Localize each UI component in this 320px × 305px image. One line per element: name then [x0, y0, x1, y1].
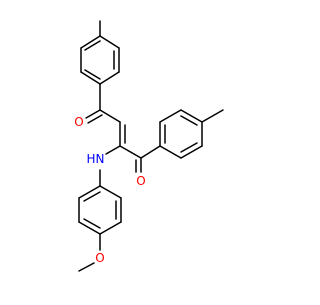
bond-c-to-n — [105, 145, 121, 155]
amine-hydrogen-label: H — [86, 152, 95, 166]
bond-ring-right — [180, 109, 203, 123]
ketone-oxygen-upper-label: O — [74, 115, 83, 129]
bond-ring-right — [159, 145, 182, 159]
bond-ether-to-methyl — [78, 262, 95, 272]
ketone-oxygen-lower-label: O — [136, 174, 145, 188]
bond-carbonyl-to-ring-right — [140, 145, 161, 159]
bond-carbonyl-upper-double — [87, 114, 103, 124]
bond-carbonyl-upper — [85, 109, 101, 119]
bond-ring-top-inner — [84, 69, 101, 80]
bond-ring-bottom — [78, 185, 101, 199]
bond-ring-right-inner — [180, 142, 198, 153]
bond-ring-top — [99, 71, 120, 85]
atom-labels: O O N H O — [74, 115, 145, 265]
bond-ring-bottom — [99, 221, 122, 235]
bond-ring-right-inner — [180, 115, 198, 126]
bond-c-to-carbonyl-lower — [119, 145, 142, 159]
bond-methyl-right — [201, 109, 224, 123]
structure-canvas: O O N H O — [74, 20, 224, 272]
bond-ring-top-inner — [84, 40, 101, 51]
ether-oxygen-label: O — [95, 251, 104, 265]
bond-carbonyl-to-ch — [99, 109, 121, 123]
molecule-structure: O O N H O — [74, 20, 224, 272]
bond-ring-top — [99, 35, 120, 49]
bonds — [78, 20, 224, 272]
bond-ring-top — [80, 71, 101, 85]
bond-ring-right — [159, 109, 182, 123]
bond-ring-bottom-inner — [83, 191, 101, 202]
bond-ring-bottom-inner — [83, 218, 101, 229]
bond-ring-bottom — [78, 221, 101, 235]
bond-ring-right — [180, 145, 203, 159]
amine-nitrogen-label: N — [96, 152, 105, 166]
bond-ring-top — [80, 35, 101, 49]
bond-ring-bottom — [99, 185, 122, 199]
